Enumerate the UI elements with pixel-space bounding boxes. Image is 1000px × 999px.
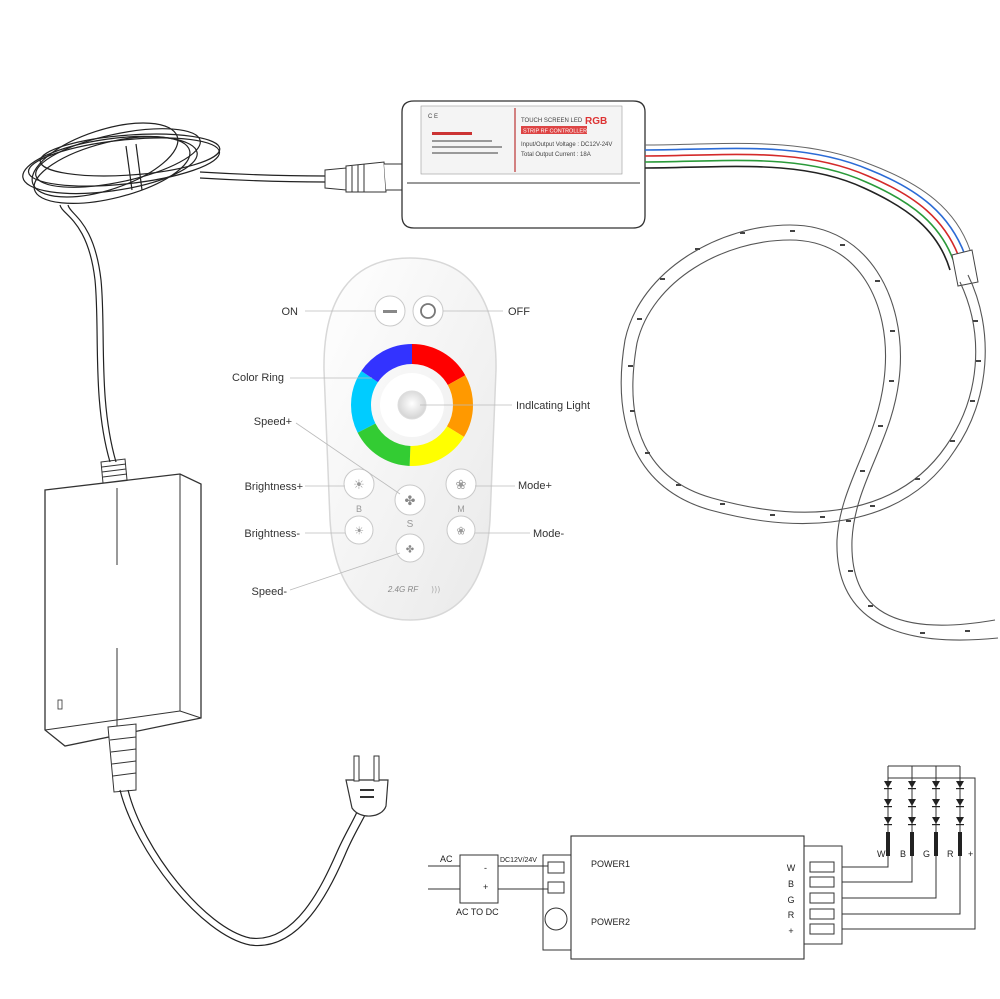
mode-plus-button[interactable] <box>445 468 477 500</box>
led-strip <box>620 224 999 641</box>
dc-cable <box>59 204 117 463</box>
remote-brand: 2.4G RF <box>387 585 419 594</box>
ce-mark: C E <box>428 114 438 120</box>
power2-jack-icon <box>544 907 568 931</box>
channel-w: W <box>787 863 796 873</box>
mains-cable <box>119 789 366 947</box>
brightness-minus-button[interactable] <box>344 515 374 545</box>
off-button[interactable] <box>412 295 444 327</box>
euro-plug <box>345 755 389 817</box>
mode-minus-button[interactable] <box>446 515 476 545</box>
strip-terminal-w: W <box>877 849 886 859</box>
sun-icon: ☀ <box>353 478 365 493</box>
wifi-icon: ))) <box>431 585 440 594</box>
sun-small-icon: ☀ <box>354 525 364 538</box>
mode-letter: M <box>457 504 465 514</box>
channel-b: B <box>788 879 794 889</box>
strip-terminal-plus: + <box>968 849 973 859</box>
schematic-ac-to-dc: AC TO DC <box>456 907 499 917</box>
strip-terminal-g: G <box>923 849 930 859</box>
remote-leader-lines <box>289 310 530 591</box>
dc-minus-sign: - <box>484 863 487 873</box>
label-speed-plus: Speed+ <box>254 416 292 428</box>
label-mode-minus: Mode- <box>533 528 565 540</box>
rf-remote <box>323 257 497 621</box>
label-indicating-light: Indlcating Light <box>516 400 590 412</box>
label-color-ring: Color Ring <box>232 372 284 384</box>
channel-r: R <box>788 910 795 920</box>
controller-current: Total Output Current : 18A <box>521 152 591 158</box>
schematic-dc-voltage: DC12V/24V <box>500 857 537 864</box>
rgb-leads <box>644 142 979 287</box>
label-brightness-minus: Brightness- <box>244 528 300 540</box>
cable-coil <box>22 122 326 204</box>
controller-subtitle: STRIP RF CONTROLLER <box>523 129 587 135</box>
brightness-letter: B <box>356 504 362 514</box>
rf-controller-box: C E TOUCH SCREEN LED RGB STRIP RF CONTRO… <box>401 100 646 229</box>
brightness-plus-button[interactable] <box>343 468 375 500</box>
controller-voltage: Input/Output Voltage : DC12V-24V <box>521 142 612 148</box>
schematic-ac: AC <box>440 854 453 864</box>
strip-terminal-r: R <box>947 849 954 859</box>
controller-rgb-mark: RGB <box>585 116 607 127</box>
label-on: ON <box>282 306 299 318</box>
mode-small-icon: ❀ <box>456 525 465 538</box>
speed-minus-button[interactable] <box>395 533 425 563</box>
label-speed-minus: Speed- <box>252 586 288 598</box>
controller-title: TOUCH SCREEN LED <box>521 118 583 124</box>
speed-letter: S <box>407 519 414 530</box>
label-brightness-plus: Brightness+ <box>245 481 303 493</box>
strip-terminal-b: B <box>900 849 906 859</box>
mode-icon: ❀ <box>456 478 467 493</box>
dc-plug <box>324 161 403 193</box>
channel-g: G <box>787 895 794 905</box>
dc-plus-sign: + <box>483 882 488 892</box>
fan-small-icon: ✤ <box>406 545 414 556</box>
label-off: OFF <box>508 306 530 318</box>
channel-plus: + <box>788 926 793 936</box>
schematic-power2: POWER2 <box>591 917 630 927</box>
schematic-power1: POWER1 <box>591 859 630 869</box>
label-mode-plus: Mode+ <box>518 480 552 492</box>
schematic: AC - + AC TO DC DC12V/24V POWER1 POWER2 … <box>428 765 976 960</box>
minus-icon <box>383 310 397 313</box>
circle-icon <box>420 303 436 319</box>
power-adapter <box>44 458 202 793</box>
speed-plus-button[interactable] <box>394 484 426 516</box>
fan-icon: ✤ <box>405 494 416 509</box>
